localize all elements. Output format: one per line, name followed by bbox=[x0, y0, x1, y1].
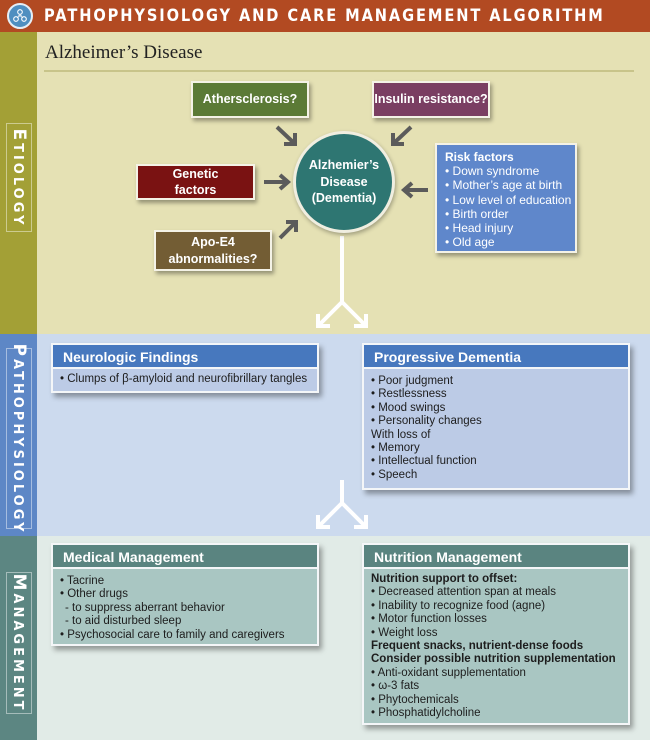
nutrition-heading: Nutrition support to offset: bbox=[371, 573, 518, 585]
center-line3: (Dementia) bbox=[311, 191, 377, 206]
cause-arrows bbox=[264, 125, 428, 240]
flow-split-arrows bbox=[316, 236, 368, 529]
cause-genetic-line1: Genetic bbox=[172, 166, 219, 181]
medical-item: • Tacrine bbox=[60, 575, 105, 587]
cause-apo-line2: abnormalities? bbox=[168, 251, 258, 266]
dementia-item: • Poor judgment bbox=[371, 375, 454, 387]
nutrition-item: • Decreased attention span at meals bbox=[371, 586, 556, 599]
loss-of-subheading: With loss of bbox=[371, 428, 431, 441]
risk-factor-item: • Down syndrome bbox=[445, 164, 540, 179]
arrow-insulin-icon bbox=[391, 125, 413, 146]
nutrition-item: • Phytochemicals bbox=[371, 693, 459, 706]
dementia-item: • Mood swings bbox=[371, 401, 446, 414]
neurologic-findings-title: Neurologic Findings bbox=[53, 345, 317, 369]
nutrition-item: • Inability to recognize food (agne) bbox=[371, 599, 546, 612]
pathophysiology-label-frame: PATHOPHYSIOLOGY bbox=[6, 343, 32, 534]
nutrition-heading: Frequent snacks, nutrient-dense foods bbox=[371, 640, 584, 653]
neurologic-item: • Clumps of β-amyloid and neurofibrillar… bbox=[60, 373, 308, 385]
medical-management-body: • Tacrine • Other drugs - to suppress ab… bbox=[53, 569, 317, 644]
nutrition-management-body: Nutrition support to offset: • Decreased… bbox=[364, 569, 628, 723]
progressive-dementia-panel: Progressive Dementia • Poor judgment • R… bbox=[362, 343, 630, 490]
loss-item: • Speech bbox=[371, 468, 418, 481]
loss-item: • Memory bbox=[371, 442, 420, 455]
header-title: PATHOPHYSIOLOGY AND CARE MANAGEMENT ALGO… bbox=[44, 6, 605, 26]
dementia-item: • Personality changes bbox=[371, 415, 482, 428]
risk-factor-item: • Mother’s age at birth bbox=[445, 178, 563, 193]
medical-subitem: - to aid disturbed sleep bbox=[65, 615, 182, 628]
neurologic-findings-panel: Neurologic Findings • Clumps of β-amyloi… bbox=[51, 343, 319, 393]
medical-subitem: - to suppress aberrant behavior bbox=[65, 601, 225, 614]
medical-item: • Psychosocial care to family and caregi… bbox=[60, 628, 285, 641]
center-line2: Disease bbox=[320, 174, 368, 189]
nutrition-item: • ω-3 fats bbox=[371, 680, 420, 693]
split-arrow-patho-icon bbox=[316, 480, 368, 529]
arrow-apo-icon bbox=[278, 220, 298, 240]
risk-factor-item: • Head injury bbox=[445, 221, 514, 236]
diagram-title: Alzheimer’s Disease bbox=[45, 42, 203, 63]
nutrition-management-panel: Nutrition Management Nutrition support t… bbox=[362, 543, 630, 725]
split-arrow-etiology-icon bbox=[316, 236, 368, 328]
cause-atherosclerosis-box: Athersclerosis? bbox=[191, 81, 309, 118]
pathophysiology-sidebar: PATHOPHYSIOLOGY bbox=[0, 334, 37, 536]
etiology-sidebar: ETIOLOGY bbox=[0, 32, 37, 334]
risk-factors-box: Risk factors • Down syndrome • Mother’s … bbox=[435, 143, 577, 253]
risk-factor-item: • Low level of education bbox=[445, 192, 572, 207]
cause-insulin-box: Insulin resistance? bbox=[372, 81, 490, 118]
alzheimers-center-node: Alzhemier’s Disease (Dementia) bbox=[293, 131, 395, 233]
nutrition-item: • Anti-oxidant supplementation bbox=[371, 666, 526, 679]
dementia-item: • Restlessness bbox=[371, 388, 447, 401]
nutrition-item: • Phosphatidylcholine bbox=[371, 707, 481, 720]
arrow-genetic-icon bbox=[264, 173, 292, 191]
risk-factor-item: • Birth order bbox=[445, 206, 509, 221]
header-bar: PATHOPHYSIOLOGY AND CARE MANAGEMENT ALGO… bbox=[0, 0, 650, 32]
medical-item: • Other drugs bbox=[60, 588, 128, 601]
arrow-risk-icon bbox=[400, 181, 428, 199]
progressive-dementia-title: Progressive Dementia bbox=[364, 345, 628, 369]
cause-apo-line1: Apo-E4 bbox=[191, 235, 235, 250]
medical-management-title: Medical Management bbox=[53, 545, 317, 569]
nutrition-management-title: Nutrition Management bbox=[364, 545, 628, 569]
cause-genetic-box: Genetic factors bbox=[136, 164, 255, 200]
etiology-label-frame: ETIOLOGY bbox=[6, 123, 32, 232]
progressive-dementia-body: • Poor judgment • Restlessness • Mood sw… bbox=[364, 369, 628, 488]
nutrition-item: • Weight loss bbox=[371, 626, 438, 639]
risk-factors-title: Risk factors bbox=[445, 150, 514, 164]
arrow-atherosclerosis-icon bbox=[275, 125, 297, 146]
molecule-logo-icon bbox=[7, 3, 33, 29]
cause-insulin-label: Insulin resistance? bbox=[374, 92, 488, 107]
loss-item: • Intellectual function bbox=[371, 455, 477, 468]
risk-factor-item: • Old age bbox=[445, 235, 495, 250]
neurologic-findings-body: • Clumps of β-amyloid and neurofibrillar… bbox=[53, 369, 317, 391]
management-sidebar: MANAGEMENT bbox=[0, 536, 37, 740]
center-line1: Alzhemier’s bbox=[308, 157, 380, 172]
cause-genetic-line2: factors bbox=[174, 183, 217, 197]
nutrition-heading: Consider possible nutrition supplementat… bbox=[371, 653, 616, 666]
medical-management-panel: Medical Management • Tacrine • Other dru… bbox=[51, 543, 319, 646]
management-label-frame: MANAGEMENT bbox=[6, 572, 32, 714]
nutrition-item: • Motor function losses bbox=[371, 613, 487, 626]
cause-atherosclerosis-label: Athersclerosis? bbox=[202, 92, 298, 107]
title-divider bbox=[44, 70, 634, 72]
